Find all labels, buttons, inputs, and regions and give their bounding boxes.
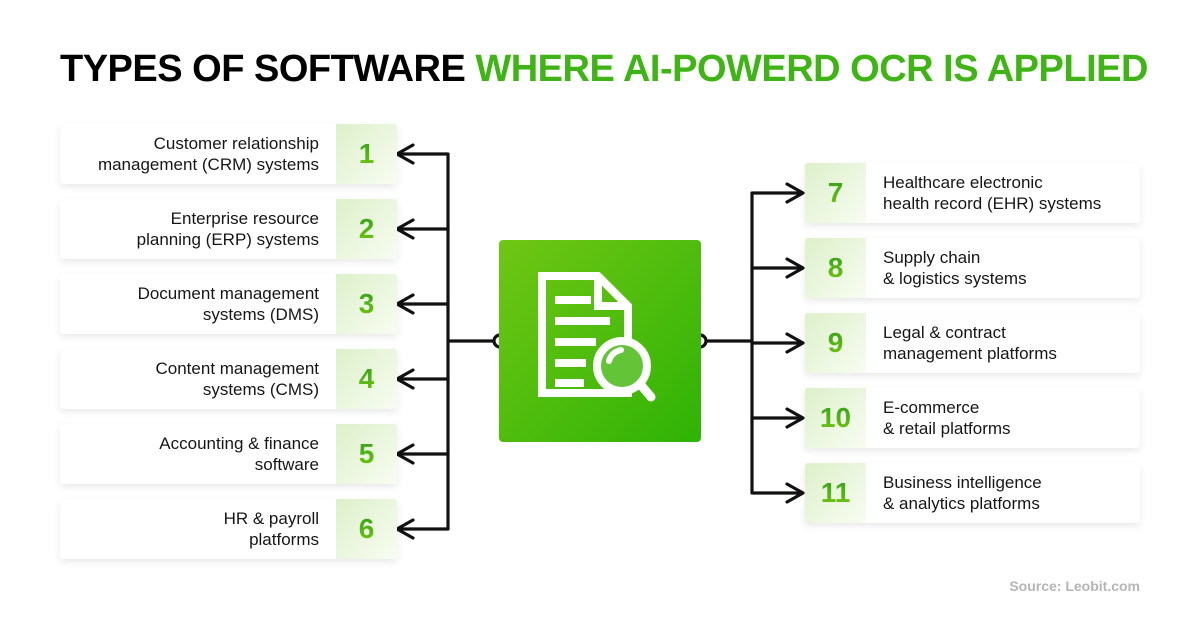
card-accounting-finance: Accounting & finance software 5 xyxy=(60,424,397,484)
number-badge: 10 xyxy=(805,388,866,448)
card-crm-systems: Customer relationship management (CRM) s… xyxy=(60,124,397,184)
number-badge: 4 xyxy=(336,349,397,409)
number-badge: 3 xyxy=(336,274,397,334)
number-badge: 8 xyxy=(805,238,866,298)
card-label: Document management systems (DMS) xyxy=(137,284,319,324)
number-badge: 2 xyxy=(336,199,397,259)
card-cms-systems: Content management systems (CMS) 4 xyxy=(60,349,397,409)
card-label: Content management systems (CMS) xyxy=(155,359,320,399)
card-label: Supply chain & logistics systems xyxy=(883,248,1027,288)
card-ehr-systems: 7 Healthcare electronic health record (E… xyxy=(805,163,1140,223)
card-label: Healthcare electronic health record (EHR… xyxy=(883,173,1102,213)
number-badge: 11 xyxy=(805,463,866,523)
magnifier-glass xyxy=(593,337,656,402)
number-badge: 6 xyxy=(336,499,397,559)
card-label: Customer relationship management (CRM) s… xyxy=(97,134,319,174)
number-badge: 9 xyxy=(805,313,866,373)
ocr-center-box xyxy=(499,240,701,442)
card-dms-systems: Document management systems (DMS) 3 xyxy=(60,274,397,334)
source-credit: Source: Leobit.com xyxy=(1009,578,1140,594)
number-badge: 1 xyxy=(336,124,397,184)
card-ecommerce-retail: 10 E-commerce & retail platforms xyxy=(805,388,1140,448)
card-label: Accounting & finance software xyxy=(159,434,319,474)
number-badge: 7 xyxy=(805,163,866,223)
document-text-lines xyxy=(555,296,610,387)
number-badge: 5 xyxy=(336,424,397,484)
title-green-part: WHERE AI-POWERD OCR IS APPLIED xyxy=(475,48,1148,90)
card-erp-systems: Enterprise resource planning (ERP) syste… xyxy=(60,199,397,259)
card-label: Enterprise resource planning (ERP) syste… xyxy=(136,209,319,249)
card-label: HR & payroll platforms xyxy=(223,509,319,549)
page-title: TYPES OF SOFTWARE WHERE AI-POWERD OCR IS… xyxy=(60,48,1148,91)
card-label: Business intelligence & analytics platfo… xyxy=(883,473,1042,513)
card-legal-contract: 9 Legal & contract management platforms xyxy=(805,313,1140,373)
card-hr-payroll: HR & payroll platforms 6 xyxy=(60,499,397,559)
card-business-intelligence: 11 Business intelligence & analytics pla… xyxy=(805,463,1140,523)
title-black-part: TYPES OF SOFTWARE xyxy=(60,48,476,90)
card-label: E-commerce & retail platforms xyxy=(883,398,1011,438)
left-arrows xyxy=(395,143,450,540)
document-search-icon xyxy=(538,272,656,402)
card-label: Legal & contract management platforms xyxy=(883,323,1057,363)
card-supply-chain: 8 Supply chain & logistics systems xyxy=(805,238,1140,298)
right-arrows xyxy=(750,182,805,504)
